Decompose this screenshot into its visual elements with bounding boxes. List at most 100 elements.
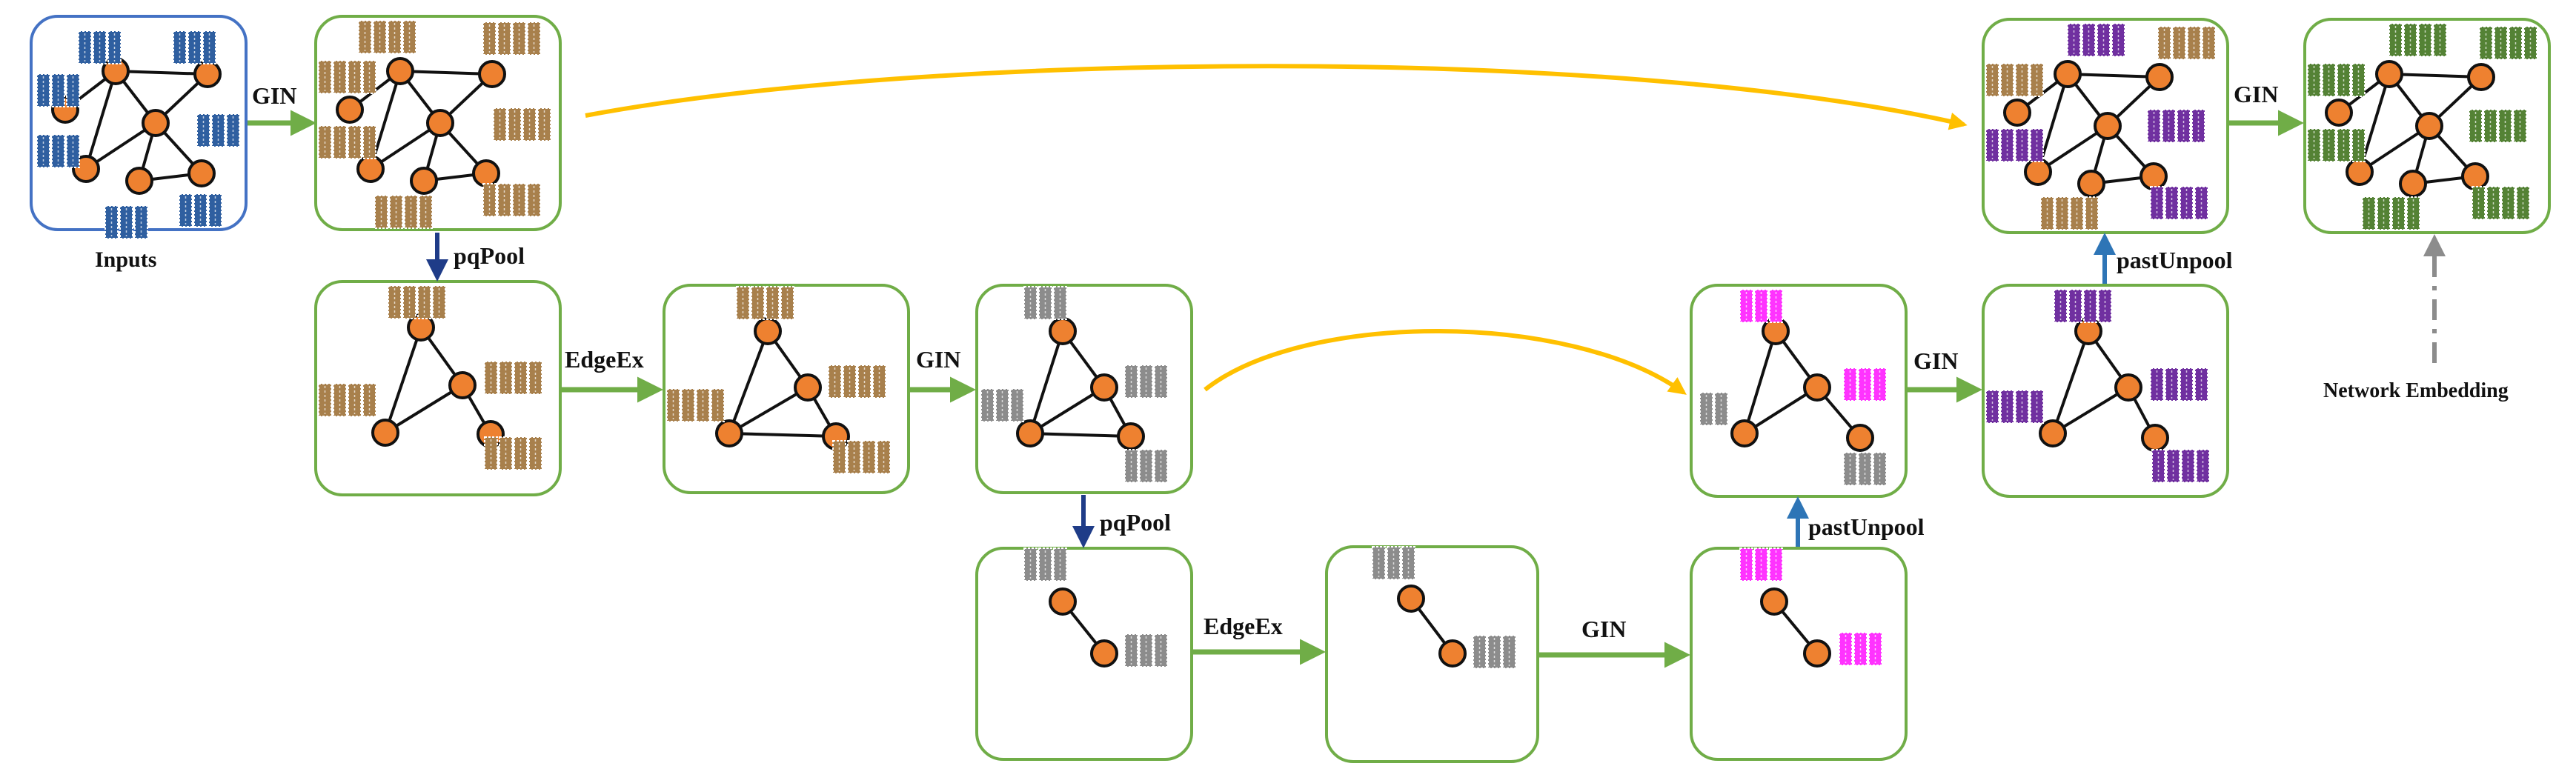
- feature-block-brown: [832, 440, 891, 474]
- feature-block: [1843, 367, 1887, 402]
- graph-node: [2325, 99, 2353, 127]
- graph-node: [794, 373, 822, 402]
- graph-pool-2: [1049, 587, 1118, 668]
- feature-block-gray: [1473, 635, 1516, 669]
- label-pastunpool-1: pastUnpool: [1808, 513, 1925, 540]
- graph-node: [2094, 112, 2122, 140]
- feature-block-gray: [1023, 547, 1067, 582]
- feature-block-blue: [104, 205, 148, 239]
- graph-node: [2375, 60, 2403, 88]
- feature-block-gray: [1124, 633, 1168, 668]
- graph-node: [2140, 162, 2168, 190]
- graph-node: [1090, 373, 1118, 402]
- graph-node: [472, 159, 500, 187]
- feature-block-brown: [482, 21, 541, 56]
- feature-block-green: [2362, 196, 2420, 230]
- box-gin-4: [1982, 284, 2229, 498]
- label-gin-5: GIN: [2234, 81, 2278, 107]
- graph-gin-1: [336, 57, 506, 195]
- graph-node: [1760, 587, 1788, 616]
- feature-block: [1843, 452, 1887, 486]
- graph-node: [193, 60, 222, 88]
- graph-node: [754, 317, 782, 345]
- graph-node: [2141, 424, 2169, 452]
- feature-block-gray: [1124, 364, 1168, 399]
- feature-block-green: [2472, 186, 2530, 220]
- feature-block-brown: [484, 361, 542, 395]
- graph-gin-3: [1760, 587, 1831, 668]
- box-pool-2: [975, 547, 1193, 761]
- graph-node: [125, 167, 153, 195]
- label-edgeex-2: EdgeEx: [1204, 613, 1283, 639]
- feature-block-brown: [493, 107, 551, 142]
- graph-node: [2145, 63, 2174, 91]
- feature-block-green: [2307, 63, 2366, 97]
- graph-node: [2114, 373, 2142, 402]
- box-output: [2303, 18, 2551, 234]
- box-gin-3: [1690, 547, 1908, 761]
- graph-edgeex-1: [715, 317, 850, 450]
- graph-node: [2415, 112, 2443, 140]
- graph-node: [2461, 162, 2489, 190]
- label-edgeex-1: EdgeEx: [565, 346, 644, 373]
- label-pqpool-2: pqPool: [1100, 509, 1171, 536]
- feature-block-brown: [358, 20, 416, 54]
- graph-pool-1: [371, 313, 505, 448]
- graph-node: [715, 419, 743, 447]
- label-pqpool-1: pqPool: [454, 242, 525, 269]
- skip-connection-middle: [1204, 329, 1687, 395]
- graph-layer: [36, 20, 2537, 669]
- graph-node: [2039, 419, 2067, 447]
- graph-node: [478, 60, 506, 88]
- graph-node: [1049, 317, 1077, 345]
- graph-node: [356, 155, 385, 183]
- feature-block-green: [2307, 128, 2366, 162]
- graph-edgeex-2: [1397, 585, 1467, 668]
- graph-node: [187, 159, 216, 187]
- feature-block: [2157, 26, 2216, 60]
- feature-block-brown: [318, 125, 376, 159]
- feature-block-brown: [666, 388, 725, 422]
- graph-node: [410, 167, 438, 195]
- feature-block-green: [2479, 26, 2537, 60]
- feature-block-brown: [318, 60, 376, 94]
- feature-block: [1985, 128, 2044, 162]
- feature-block-blue: [179, 193, 222, 227]
- graph-node: [1730, 419, 1759, 447]
- graph-node: [2054, 60, 2082, 88]
- feature-block: [1699, 392, 1728, 426]
- graph-node: [2077, 170, 2105, 198]
- skip-connection-top: [585, 64, 1968, 130]
- label-inputs: Inputs: [95, 247, 156, 272]
- feature-block-magenta: [1839, 632, 1882, 666]
- feature-block-gray: [1023, 286, 1067, 320]
- label-gin-3: GIN: [1581, 616, 1626, 642]
- graph-node: [1397, 585, 1425, 613]
- feature-block: [2147, 109, 2205, 143]
- feature-block: [2067, 23, 2125, 57]
- feature-block-gray: [980, 388, 1024, 422]
- graph-input: [51, 57, 222, 195]
- feature-block-blue: [36, 73, 80, 107]
- graph-node: [426, 109, 454, 137]
- feature-block-blue: [36, 134, 80, 168]
- feature-block-purple: [1985, 390, 2044, 424]
- feature-block-green: [2469, 109, 2527, 143]
- feature-block-green: [2389, 23, 2447, 57]
- feature-block-brown: [388, 285, 446, 319]
- graph-node: [386, 57, 414, 85]
- graph-node: [2003, 99, 2031, 127]
- feature-block: [1985, 63, 2044, 97]
- feature-block-purple: [2150, 367, 2208, 402]
- graph-node: [336, 96, 364, 124]
- feature-block-brown: [736, 286, 794, 320]
- graph-node: [2346, 158, 2374, 186]
- graph-node: [1090, 639, 1118, 668]
- label-gin-4: GIN: [1913, 347, 1958, 374]
- feature-block-gray: [1124, 449, 1168, 483]
- label-gin-1: GIN: [252, 82, 296, 109]
- graph-node: [1438, 639, 1467, 668]
- feature-block-purple: [2054, 289, 2112, 323]
- graph-node: [2399, 170, 2427, 198]
